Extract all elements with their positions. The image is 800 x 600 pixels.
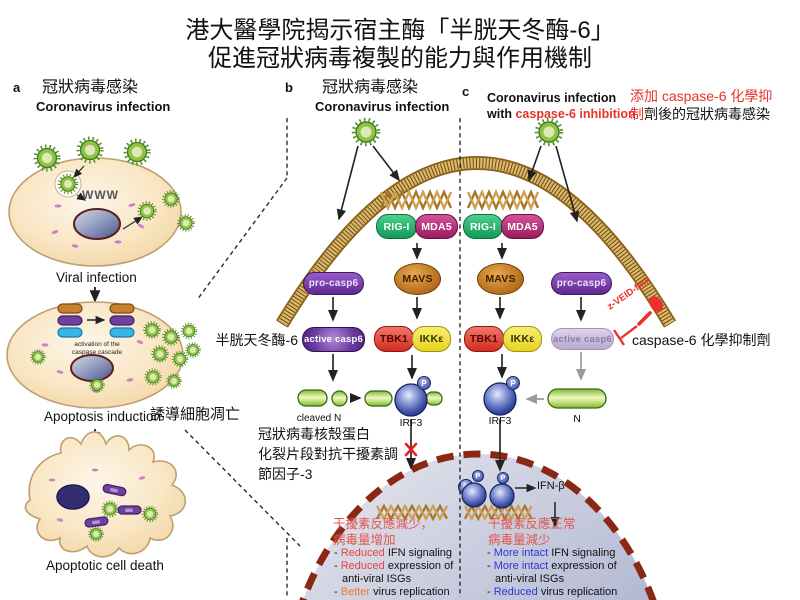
cell-apoptotic bbox=[24, 431, 187, 558]
zoom-dashed-lines bbox=[184, 118, 301, 597]
virus-entry-arrows bbox=[336, 145, 580, 223]
apoptotic-death-caption: Apoptotic cell death bbox=[46, 558, 164, 573]
panel-b-tag: b bbox=[285, 80, 293, 95]
panel-c-heading-en2: with caspase-6 inhibition bbox=[487, 107, 636, 121]
mda5-node-b: MDA5 bbox=[415, 214, 458, 239]
ifn-beta-label: IFN-β bbox=[537, 480, 565, 492]
nucleus-c-li2: - More intact expression of bbox=[487, 560, 617, 572]
nucleus bbox=[299, 450, 657, 600]
pathway-arrows-c bbox=[494, 243, 587, 472]
panel-c-tag: c bbox=[462, 84, 470, 99]
note-line3: 節因子-3 bbox=[258, 466, 313, 482]
panel-a-tag: a bbox=[13, 80, 21, 95]
note-line2: 化裂片段對抗干擾素調 bbox=[258, 446, 398, 462]
phosphate-badge-c: P bbox=[506, 376, 520, 390]
irf3-sphere-c bbox=[483, 382, 517, 416]
cascade-text-2: caspase cascade bbox=[71, 349, 123, 356]
pro-casp6-node-b: pro-casp6 bbox=[303, 272, 364, 295]
cell-apoptosis-induction bbox=[6, 301, 201, 409]
nucleus-b-li2: - Reduced expression of bbox=[334, 560, 454, 572]
pathway-arrows-b bbox=[327, 243, 423, 470]
n-label-c: N bbox=[573, 413, 581, 425]
nucleus-c-li2-cont: anti-viral ISGs bbox=[495, 573, 565, 585]
cleaved-n-label: cleaved N bbox=[296, 413, 342, 424]
plasma-membrane bbox=[276, 156, 677, 328]
note-line1: 冠狀病毒核殼蛋白 bbox=[258, 426, 370, 442]
cascade-text-1: activation of the bbox=[74, 341, 120, 348]
inhibitor-icon bbox=[613, 296, 663, 346]
nucleus-b-zh2: 病毒量增加 bbox=[333, 533, 396, 547]
active-casp6-node-c: active casp6 bbox=[551, 328, 614, 350]
n-protein-capsules bbox=[297, 388, 607, 409]
apoptosis-caption-en: Apoptosis induction bbox=[44, 409, 162, 424]
caspase6-zh-label: 半胱天冬酶-6 bbox=[215, 332, 298, 348]
irf3-label-c: IRF3 bbox=[488, 415, 512, 427]
irf3-nuclear-complex bbox=[458, 479, 560, 528]
tbk1-node-b: TBK1 bbox=[374, 326, 414, 352]
nucleus-b-li3: - Better virus replication bbox=[334, 586, 450, 598]
panel-b-heading-en: Coronavirus infection bbox=[315, 99, 450, 114]
irf3-label-b: IRF3 bbox=[399, 417, 423, 429]
nucleus-b-li1: - Reduced IFN signaling bbox=[334, 547, 453, 559]
cell-infected bbox=[8, 136, 195, 267]
irf3-sphere-b bbox=[394, 383, 428, 417]
inhibitor-zh-label: caspase-6 化學抑制劑 bbox=[632, 332, 771, 348]
ikke-node-c: IKKε bbox=[503, 326, 542, 352]
block-x-icon bbox=[404, 442, 418, 457]
active-casp6-node-b: active casp6 bbox=[302, 327, 365, 352]
nucleus-b-zh1: 干擾素反應減少， bbox=[333, 517, 434, 531]
nucleus-c-zh2: 病毒量減少 bbox=[488, 533, 551, 547]
page-title-line1: 港大醫學院揭示宿主酶「半胱天冬酶-6」 bbox=[185, 17, 615, 44]
mavs-node-c: MAVS bbox=[477, 263, 524, 295]
panel-c-heading-zh2: 制劑後的冠狀病毒感染 bbox=[630, 106, 770, 122]
nucleus-c-li1: - More intact IFN signaling bbox=[487, 547, 616, 559]
pro-casp6-node-c: pro-casp6 bbox=[551, 272, 612, 295]
rigi-node-b: RIG-I bbox=[376, 214, 417, 239]
apoptosis-caption-zh: 誘導細胞凋亡 bbox=[150, 406, 241, 423]
tbk1-node-c: TBK1 bbox=[464, 326, 504, 352]
mda5-node-c: MDA5 bbox=[501, 214, 544, 239]
ikke-node-b: IKKε bbox=[412, 326, 451, 352]
mavs-node-b: MAVS bbox=[394, 263, 441, 295]
rna-squiggle-label: WWW bbox=[82, 188, 119, 202]
rigi-node-c: RIG-I bbox=[463, 214, 503, 239]
nucleus-c-zh1: 干擾素反應正常 bbox=[488, 517, 576, 531]
panel-c-heading-en1: Coronavirus infection bbox=[487, 91, 617, 105]
phosphate-badge-nuc2: P bbox=[497, 472, 509, 484]
phosphate-badge-nuc1: P bbox=[472, 470, 484, 482]
panel-a-heading-zh: 冠狀病毒感染 bbox=[42, 79, 139, 96]
nucleus-b-li2-cont: anti-viral ISGs bbox=[342, 573, 412, 585]
nucleus-c-li3: - Reduced virus replication bbox=[487, 586, 618, 598]
viral-infection-caption: Viral infection bbox=[56, 270, 137, 285]
page-title-line2: 促進冠狀病毒複製的能力與作用機制 bbox=[208, 45, 592, 72]
panel-a-heading-en: Coronavirus infection bbox=[36, 99, 171, 114]
phosphate-badge-b: P bbox=[417, 376, 431, 390]
panel-b-heading-zh: 冠狀病毒感染 bbox=[322, 79, 419, 96]
panel-c-heading-zh1: 添加 caspase-6 化學抑 bbox=[630, 88, 773, 104]
